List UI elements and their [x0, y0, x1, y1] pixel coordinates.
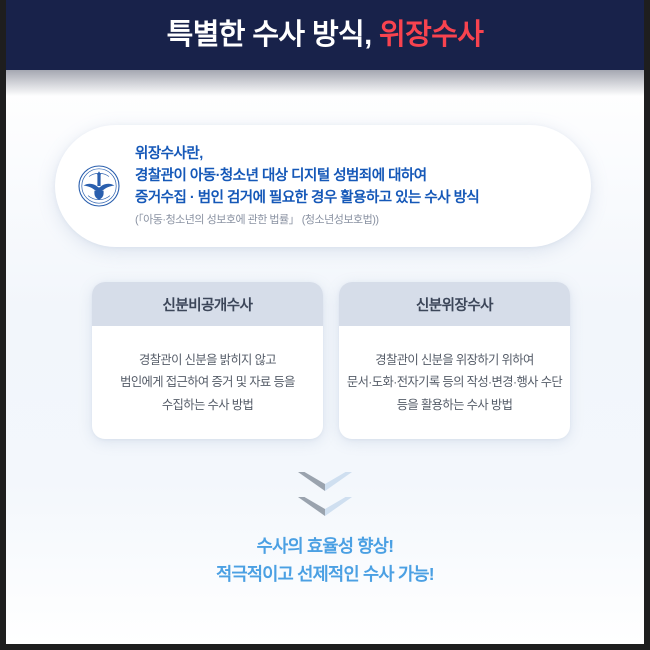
- definition-line-1: 위장수사란,: [135, 146, 203, 163]
- conclusion-line-1: 수사의 효율성 향상!: [256, 536, 394, 556]
- page-title-accent: 위장수사: [379, 18, 484, 51]
- page-title-primary: 특별한 수사 방식,: [166, 18, 373, 51]
- method-card-body-text: 경찰관이 신분을 밝히지 않고 범인에게 접근하여 증거 및 자료 등을 수집하…: [120, 349, 295, 416]
- definition-card: 위장수사란, 경찰관이 아동·청소년 대상 디지털 성범죄에 대하여 증거수집 …: [55, 125, 591, 247]
- method-card-body-text: 경찰관이 신분을 위장하기 위하여 문서·도화·전자기록 등의 작성·변경·행사…: [346, 349, 563, 416]
- poster-body: 위장수사란, 경찰관이 아동·청소년 대상 디지털 성범죄에 대하여 증거수집 …: [6, 70, 644, 644]
- method-0-body-line-3: 수집하는 수사 방법: [161, 397, 254, 412]
- method-1-body-line-1: 경찰관이 신분을 위장하기 위하여: [375, 352, 534, 367]
- method-card-body: 경찰관이 신분을 위장하기 위하여 문서·도화·전자기록 등의 작성·변경·행사…: [339, 326, 570, 439]
- method-0-body-line-2: 범인에게 접근하여 증거 및 자료 등을: [120, 375, 295, 390]
- method-card-undisclosed-identity: 신분비공개수사 경찰관이 신분을 밝히지 않고 범인에게 접근하여 증거 및 자…: [92, 282, 323, 439]
- page-title: 특별한 수사 방식, 위장수사: [166, 18, 484, 51]
- header-banner: 특별한 수사 방식, 위장수사: [6, 0, 644, 70]
- definition-citation: (「아동·청소년의 성보호에 관한 법률」 (청소년성보호법)): [135, 214, 379, 227]
- method-card-disguised-identity: 신분위장수사 경찰관이 신분을 위장하기 위하여 문서·도화·전자기록 등의 작…: [339, 282, 570, 439]
- method-1-body-line-3: 등을 활용하는 수사 방법: [396, 397, 513, 412]
- method-card-body: 경찰관이 신분을 밝히지 않고 범인에게 접근하여 증거 및 자료 등을 수집하…: [92, 326, 323, 439]
- police-emblem-icon: [77, 164, 121, 208]
- method-card-title: 신분비공개수사: [92, 282, 323, 326]
- definition-text-block: 위장수사란, 경찰관이 아동·청소년 대상 디지털 성범죄에 대하여 증거수집 …: [135, 143, 591, 229]
- conclusion-block: 수사의 효율성 향상! 적극적이고 선제적인 수사 가능!: [6, 532, 644, 589]
- definition-line-2: 경찰관이 아동·청소년 대상 디지털 성범죄에 대하여: [135, 168, 427, 185]
- method-cards-row: 신분비공개수사 경찰관이 신분을 밝히지 않고 범인에게 접근하여 증거 및 자…: [92, 282, 570, 439]
- method-1-body-line-2: 문서·도화·전자기록 등의 작성·변경·행사 수단: [346, 375, 563, 390]
- method-0-body-line-1: 경찰관이 신분을 밝히지 않고: [138, 352, 277, 367]
- method-card-title: 신분위장수사: [339, 282, 570, 326]
- conclusion-line-2: 적극적이고 선제적인 수사 가능!: [216, 564, 435, 585]
- double-chevron-down-icon: [6, 470, 644, 519]
- definition-line-3: 증거수집 · 범인 검거에 필요한 경우 활용하고 있는 수사 방식: [135, 190, 480, 207]
